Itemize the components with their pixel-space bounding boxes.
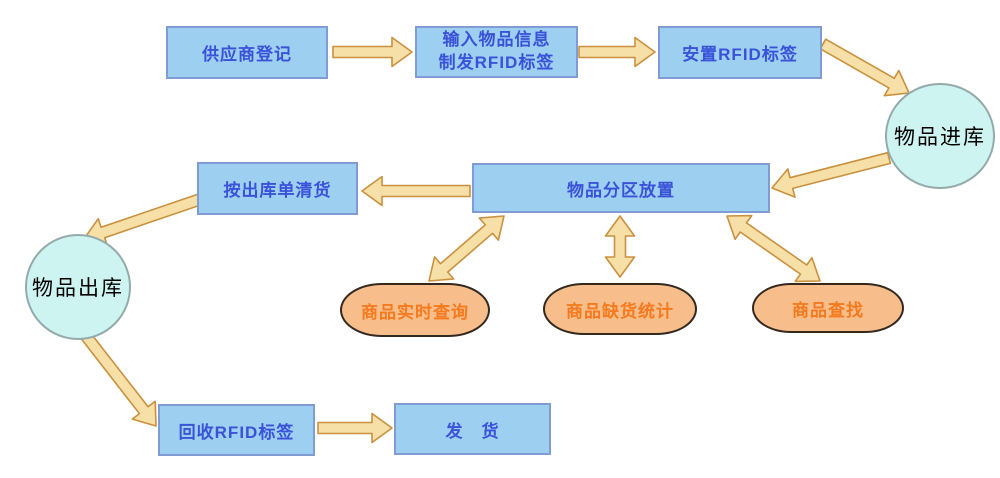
node-goods-outbound: 物品出库: [25, 234, 131, 340]
node-realtime-query: 商品实时查询: [340, 283, 490, 337]
node-label: 物品进库: [894, 125, 986, 149]
arrow-pick-to-outbound: [83, 193, 204, 248]
arrow-recycle-to-ship: [317, 412, 393, 444]
node-label: 商品实时查询: [361, 302, 469, 322]
node-zone-placement: 物品分区放置: [472, 163, 770, 213]
node-supplier-registration: 供应商登记: [166, 26, 328, 79]
arrow-inbound-to-zone: [771, 151, 892, 198]
node-recycle-rfid-tag: 回收RFID标签: [158, 404, 315, 456]
node-goods-inbound: 物品进库: [885, 83, 995, 189]
arrow-outbound-to-recycle: [80, 331, 157, 427]
node-label: 物品出库: [32, 276, 124, 300]
node-label: 发 货: [445, 421, 500, 441]
arrow-zone-search: [726, 214, 821, 283]
node-label: 安置RFID标签: [682, 45, 798, 64]
node-label: 供应商登记: [202, 45, 292, 64]
arrow-supplier-to-input: [332, 36, 413, 68]
arrow-place-to-inbound: [819, 38, 910, 97]
arrow-zone-to-pick: [361, 175, 471, 207]
arrow-zone-realtime: [428, 215, 505, 282]
node-ship: 发 货: [394, 403, 551, 455]
node-label: 商品缺货统计: [566, 301, 674, 321]
node-shortage-stats: 商品缺货统计: [543, 283, 697, 335]
node-label: 商品查找: [792, 300, 864, 320]
node-input-item-info: 输入物品信息 制发RFID标签: [415, 26, 578, 78]
node-label: 物品分区放置: [567, 180, 675, 200]
node-label-line2: 制发RFID标签: [438, 53, 555, 72]
node-label-line1: 输入物品信息: [442, 30, 551, 50]
node-label: 回收RFID标签: [178, 422, 295, 442]
node-place-rfid-tag: 安置RFID标签: [658, 26, 822, 79]
arrow-input-to-place: [578, 36, 656, 68]
arrow-zone-shortage: [604, 215, 636, 278]
node-pick-by-outbound-list: 按出库单清货: [197, 162, 358, 215]
node-label: 按出库单清货: [223, 181, 332, 200]
node-product-search: 商品查找: [752, 283, 904, 333]
